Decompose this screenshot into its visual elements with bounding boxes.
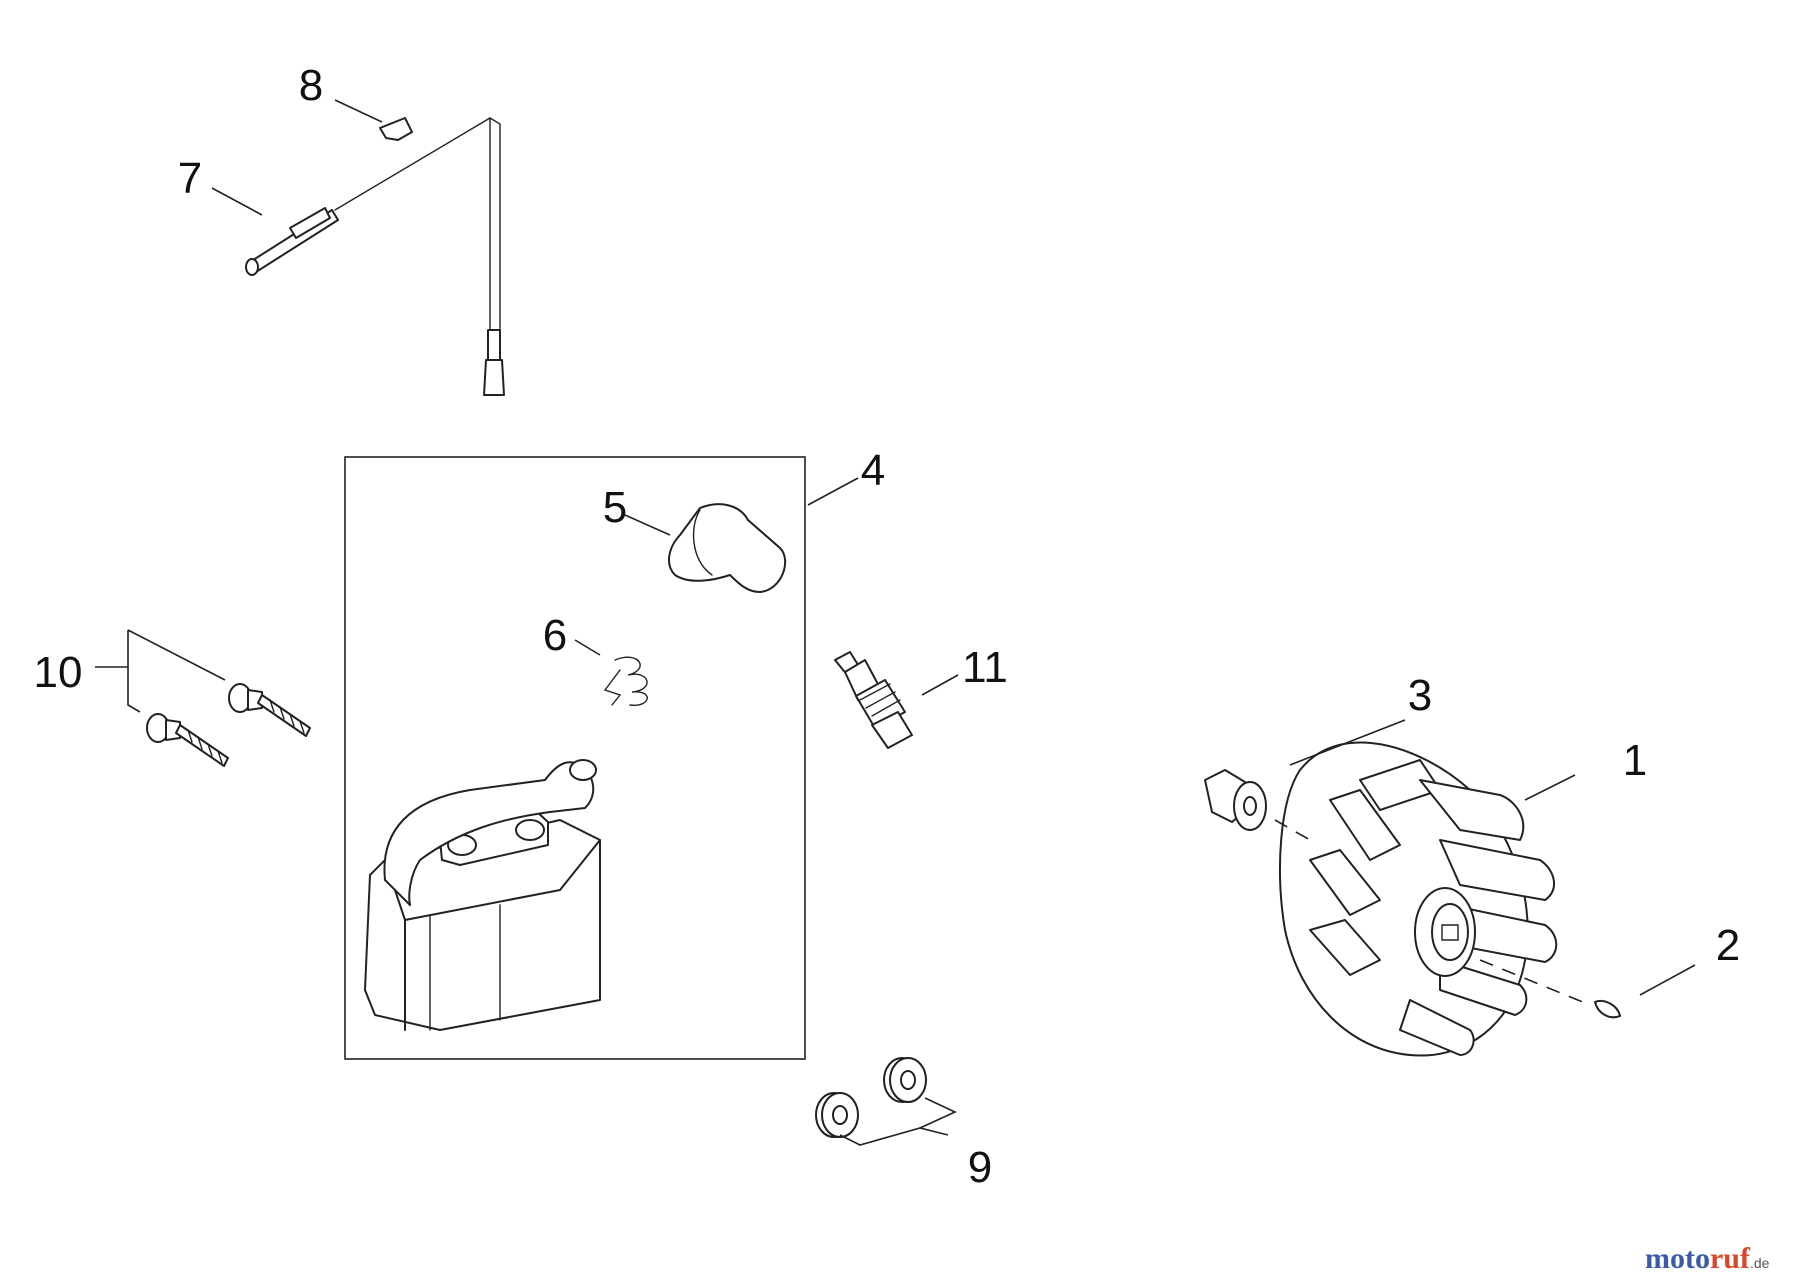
ignition-kit-frame bbox=[344, 456, 806, 1060]
callout-5: 5 bbox=[603, 483, 627, 532]
watermark: motoruf.de bbox=[1645, 1242, 1770, 1275]
spring-part bbox=[603, 656, 648, 706]
leader-lines bbox=[95, 99, 1696, 1146]
callout-8: 8 bbox=[299, 61, 323, 110]
callout-4: 4 bbox=[861, 446, 885, 495]
callout-3: 3 bbox=[1408, 671, 1432, 720]
spark-plug-part bbox=[834, 651, 913, 749]
spacers-part bbox=[815, 1057, 927, 1138]
callout-7: 7 bbox=[178, 154, 202, 203]
flywheel-part bbox=[1279, 741, 1558, 1057]
spark-plug-boot-part bbox=[668, 503, 787, 593]
clip-part bbox=[379, 117, 413, 141]
mounting-screws-part bbox=[146, 683, 311, 767]
callout-10: 10 bbox=[34, 648, 83, 697]
flywheel-key-part bbox=[1594, 1000, 1621, 1019]
callout-2: 2 bbox=[1716, 921, 1740, 970]
callout-9: 9 bbox=[968, 1143, 992, 1192]
callout-11: 11 bbox=[962, 643, 1008, 692]
callout-1: 1 bbox=[1623, 736, 1647, 785]
nut-assembly-dashline bbox=[1274, 819, 1311, 841]
callout-6: 6 bbox=[543, 611, 567, 660]
ignition-coil-part bbox=[364, 759, 601, 1031]
stop-wire-part bbox=[245, 117, 505, 396]
flywheel-nut-part bbox=[1204, 769, 1267, 831]
key-assembly-dashline bbox=[1479, 959, 1591, 1006]
